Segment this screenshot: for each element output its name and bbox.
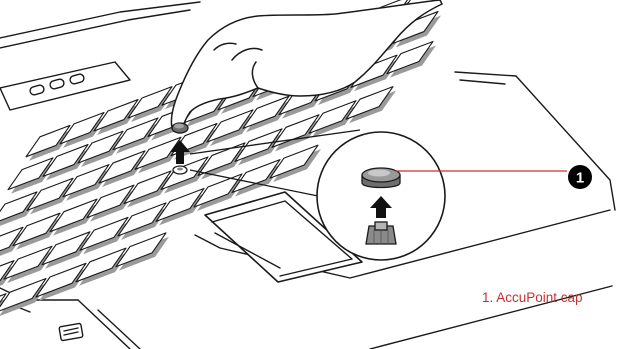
callout-1: 1 xyxy=(568,165,592,189)
pointing-stick-stub xyxy=(173,166,187,174)
usb-port-icon xyxy=(59,323,83,341)
accupoint-cap-icon xyxy=(362,168,400,188)
accupoint-cap-on-keyboard xyxy=(172,123,188,133)
figure-caption: 1. AccuPoint cap xyxy=(482,290,583,306)
callout-number: 1 xyxy=(576,170,584,187)
